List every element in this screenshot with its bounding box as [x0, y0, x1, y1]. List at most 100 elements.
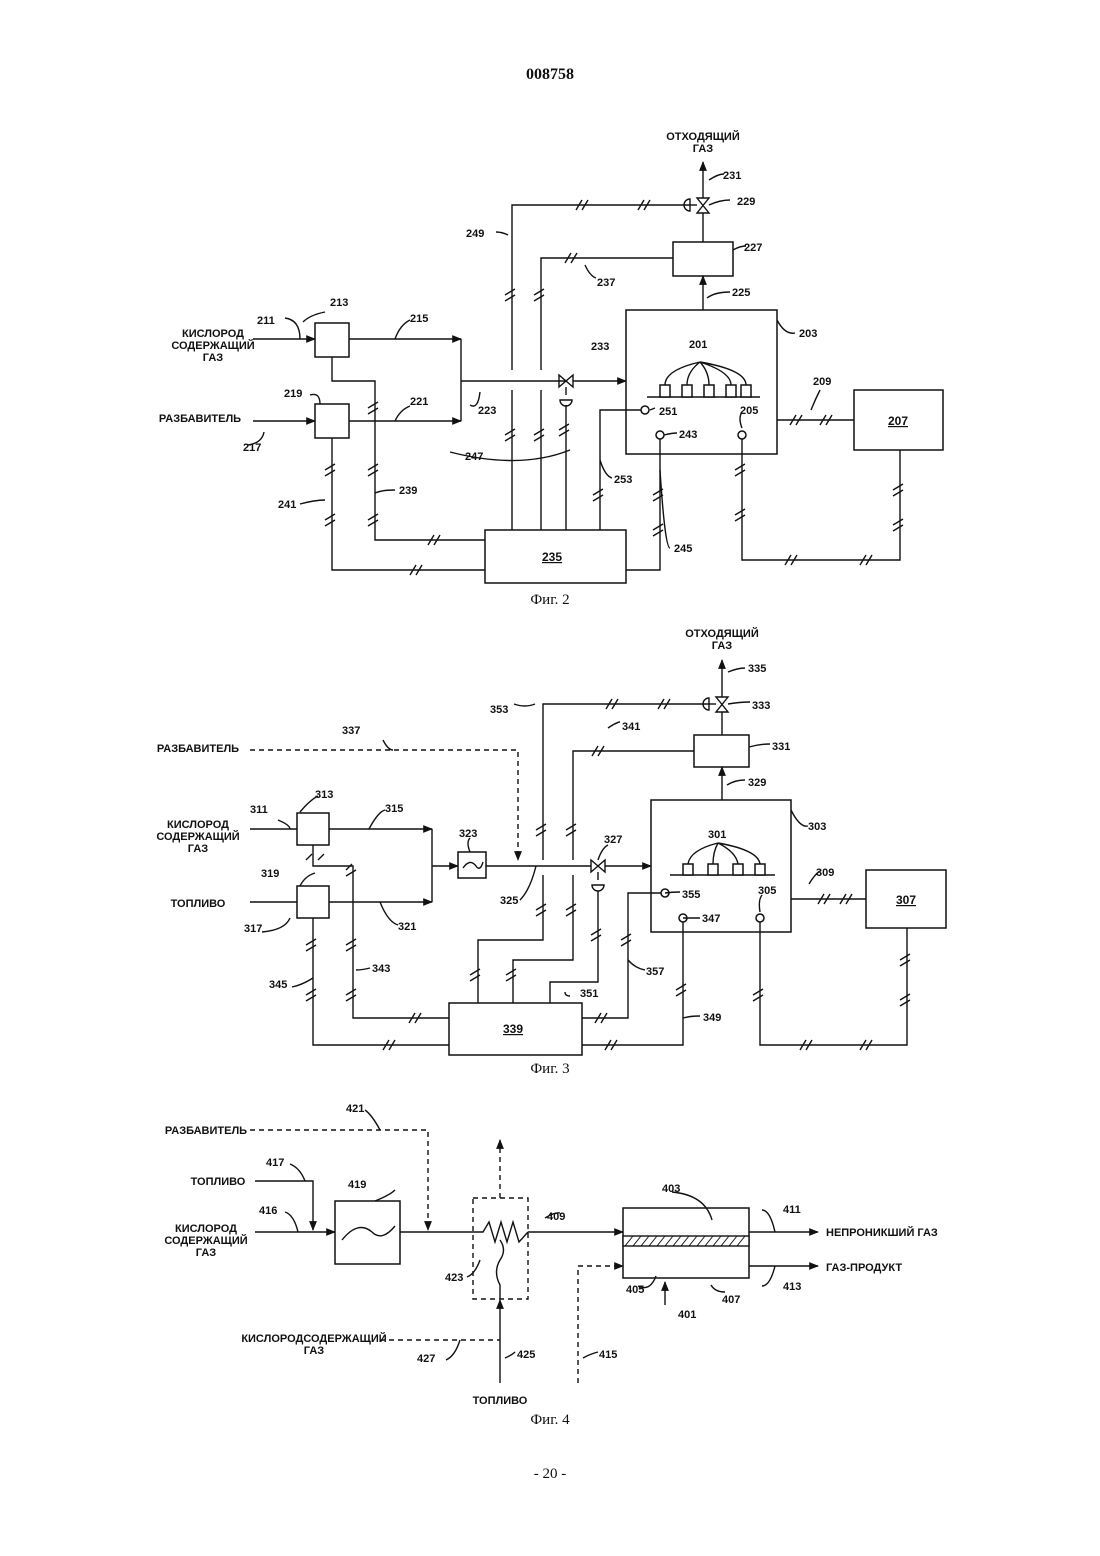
ref-421: 421	[346, 1103, 364, 1115]
ref-353: 353	[490, 704, 508, 716]
fig3-exhaust-label-1: ОТХОДЯЩИЙ	[685, 627, 759, 640]
ref-331: 331	[772, 741, 790, 753]
ref-227: 227	[744, 242, 762, 254]
ref-235: 235	[542, 550, 562, 564]
ref-213: 213	[330, 297, 348, 309]
ref-231: 231	[723, 170, 741, 182]
ref-253: 253	[614, 474, 632, 486]
ref-413: 413	[783, 1281, 801, 1293]
fig2-caption: Фиг. 2	[530, 592, 569, 608]
ref-325: 325	[500, 895, 518, 907]
ref-221: 221	[410, 396, 428, 408]
fig3-oxygen-label-2: СОДЕРЖАЩИЙ	[156, 830, 239, 843]
valve-333	[716, 697, 728, 712]
ref-219: 219	[284, 388, 302, 400]
ref-423: 423	[445, 1272, 463, 1284]
ref-309: 309	[816, 867, 834, 879]
ref-215: 215	[410, 313, 428, 325]
ref-229: 229	[737, 196, 755, 208]
ref-327: 327	[604, 834, 622, 846]
ref-329: 329	[748, 777, 766, 789]
box-227	[673, 242, 733, 276]
fig2-exhaust-label-1: ОТХОДЯЩИЙ	[666, 130, 740, 143]
ref-333: 333	[752, 700, 770, 712]
ref-427: 427	[417, 1353, 435, 1365]
ref-307: 307	[896, 893, 916, 907]
box-219	[315, 404, 349, 438]
fig4-oxygen2-label-2: ГАЗ	[304, 1345, 324, 1357]
fig2-exhaust-label-2: ГАЗ	[693, 143, 713, 155]
ref-305: 305	[758, 885, 776, 897]
ref-415: 415	[599, 1349, 617, 1361]
ref-311: 311	[250, 804, 268, 816]
ref-249: 249	[466, 228, 484, 240]
fig2-oxygen-label-2: СОДЕРЖАЩИЙ	[171, 339, 254, 352]
valve-327	[591, 860, 605, 872]
fig2-oxygen-label-1: КИСЛОРОД	[182, 328, 244, 340]
fig3-oxygen-label-3: ГАЗ	[188, 843, 208, 855]
ref-201: 201	[689, 339, 707, 351]
ref-411: 411	[783, 1204, 801, 1216]
ref-203: 203	[799, 328, 817, 340]
fig3-diluent-label: РАЗБАВИТЕЛЬ	[157, 743, 239, 755]
ref-207: 207	[888, 414, 908, 428]
ref-241: 241	[278, 499, 296, 511]
ref-303: 303	[808, 821, 826, 833]
fig4-caption: Фиг. 4	[530, 1412, 570, 1428]
ref-343: 343	[372, 963, 390, 975]
box-313	[297, 813, 329, 845]
ref-357: 357	[646, 966, 664, 978]
fig3-oxygen-label-1: КИСЛОРОД	[167, 819, 229, 831]
fig2-diluent-label: РАЗБАВИТЕЛЬ	[159, 413, 241, 425]
ref-335: 335	[748, 663, 766, 675]
ref-243: 243	[679, 429, 697, 441]
box-319	[297, 886, 329, 918]
fig4-oxygen-label-1: КИСЛОРОД	[175, 1223, 237, 1235]
ref-245: 245	[674, 543, 692, 555]
ref-425: 425	[517, 1349, 535, 1361]
heat-exchanger-423	[473, 1198, 528, 1299]
reactor-203	[626, 310, 777, 454]
ref-347: 347	[702, 913, 720, 925]
box-213	[315, 323, 349, 357]
ref-419: 419	[348, 1179, 366, 1191]
ref-349: 349	[703, 1012, 721, 1024]
figure-4: РАЗБАВИТЕЛЬ ТОПЛИВО КИСЛОРОД СОДЕРЖАЩИЙ …	[164, 1103, 938, 1428]
ref-321: 321	[398, 921, 416, 933]
ref-403: 403	[662, 1183, 680, 1195]
ref-416: 416	[259, 1205, 277, 1217]
ref-319: 319	[261, 868, 279, 880]
fig4-oxygen2-label-1: КИСЛОРОДСОДЕРЖАЩИЙ	[241, 1332, 386, 1345]
ref-209: 209	[813, 376, 831, 388]
fig4-product-label: ГАЗ-ПРОДУКТ	[826, 1262, 902, 1274]
ref-205: 205	[740, 405, 758, 417]
ref-337: 337	[342, 725, 360, 737]
ref-355: 355	[682, 889, 700, 901]
fig3-caption: Фиг. 3	[530, 1061, 569, 1077]
ref-339: 339	[503, 1022, 523, 1036]
ref-313: 313	[315, 789, 333, 801]
page-number: - 20 -	[0, 1466, 1100, 1483]
ref-341: 341	[622, 721, 640, 733]
ref-409: 409	[547, 1211, 565, 1223]
ref-323: 323	[459, 828, 477, 840]
ref-247: 247	[465, 451, 483, 463]
ref-317: 317	[244, 923, 262, 935]
ref-237: 237	[597, 277, 615, 289]
fig4-retentate-label: НЕПРОНИКШИЙ ГАЗ	[826, 1226, 938, 1239]
ref-301: 301	[708, 829, 726, 841]
reactor-303	[651, 800, 791, 932]
ref-239: 239	[399, 485, 417, 497]
ref-401: 401	[678, 1309, 696, 1321]
figure-2: ОТХОДЯЩИЙ ГАЗ КИСЛОРОД СОДЕРЖАЩИЙ ГАЗ РА…	[159, 130, 943, 608]
fig4-oxygen-label-3: ГАЗ	[196, 1247, 216, 1259]
ref-211: 211	[257, 315, 275, 327]
ref-223: 223	[478, 405, 496, 417]
fig4-oxygen-label-2: СОДЕРЖАЩИЙ	[164, 1234, 247, 1247]
ref-251: 251	[659, 406, 677, 418]
box-331	[694, 735, 749, 767]
burner-419	[335, 1201, 400, 1264]
fig4-fuel2-label: ТОПЛИВО	[473, 1395, 528, 1407]
ref-407: 407	[722, 1294, 740, 1306]
